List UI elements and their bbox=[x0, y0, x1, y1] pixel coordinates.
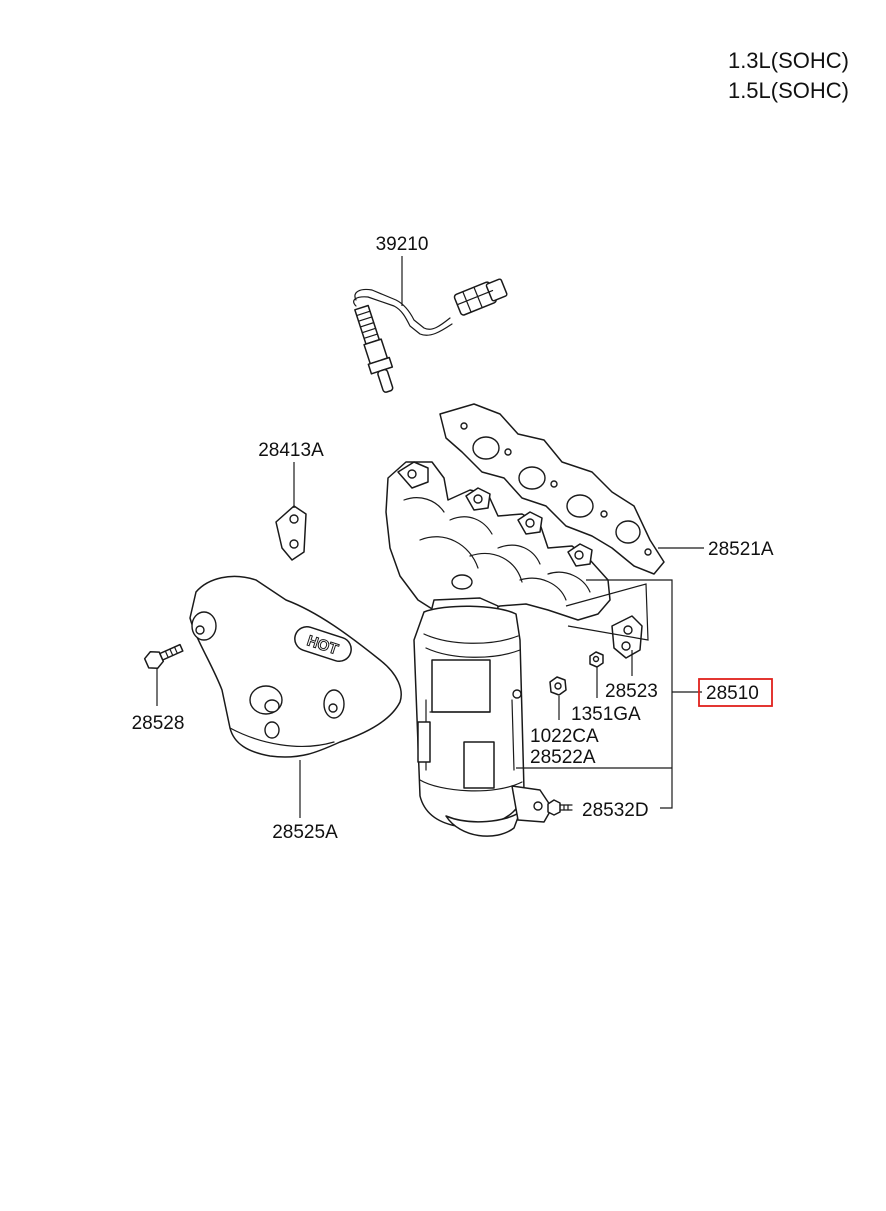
nut-1022CA-drawing[interactable] bbox=[549, 676, 567, 696]
label-28525A[interactable]: 28525A bbox=[272, 822, 338, 843]
engine-variant-1: 1.3L(SOHC) bbox=[728, 48, 849, 73]
nut-1351GA-drawing[interactable] bbox=[589, 651, 604, 668]
manifold-gasket-drawing[interactable] bbox=[439, 403, 665, 575]
manifold-catalytic-assembly-drawing[interactable] bbox=[385, 461, 611, 837]
heat-protector-drawing[interactable]: HOT bbox=[189, 575, 402, 758]
label-28532D[interactable]: 28532D bbox=[582, 800, 649, 821]
label-28528[interactable]: 28528 bbox=[132, 713, 185, 734]
label-28510[interactable]: 28510 bbox=[706, 683, 759, 704]
engine-variant-2: 1.5L(SOHC) bbox=[728, 78, 849, 103]
heat-protector-bolt-drawing[interactable] bbox=[143, 640, 185, 672]
bolt-28532D-drawing[interactable] bbox=[547, 799, 573, 816]
label-1351GA[interactable]: 1351GA bbox=[571, 704, 641, 725]
label-28413A[interactable]: 28413A bbox=[258, 440, 324, 461]
label-1022CA[interactable]: 1022CA bbox=[530, 726, 599, 747]
stay-drawing[interactable] bbox=[611, 615, 643, 659]
label-28522A[interactable]: 28522A bbox=[530, 747, 596, 768]
oxygen-sensor-drawing[interactable] bbox=[351, 277, 508, 395]
bracket-drawing[interactable] bbox=[275, 505, 307, 561]
highlight-box-28510 bbox=[698, 678, 773, 707]
label-39210[interactable]: 39210 bbox=[376, 234, 429, 255]
label-28523[interactable]: 28523 bbox=[605, 681, 658, 702]
label-28521A[interactable]: 28521A bbox=[708, 539, 774, 560]
